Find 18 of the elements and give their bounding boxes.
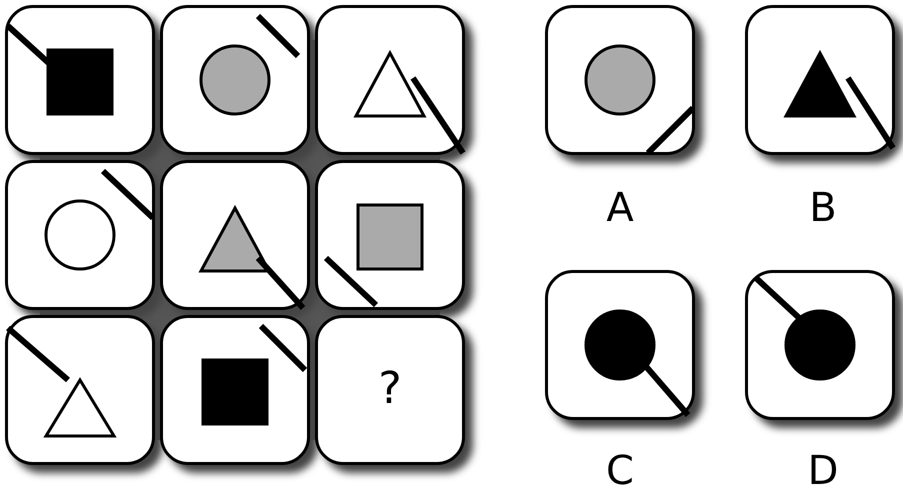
puzzle-tile — [160, 5, 310, 155]
puzzle-tile — [315, 315, 465, 465]
puzzle-tile — [160, 315, 310, 465]
puzzle-tile — [545, 5, 695, 155]
puzzle-tile — [315, 160, 465, 310]
puzzle-tile — [745, 270, 895, 420]
option-letter: C — [605, 448, 635, 494]
option-letter: D — [806, 448, 840, 494]
puzzle-tile — [5, 160, 155, 310]
puzzle-tile — [315, 5, 465, 155]
puzzle-tile — [5, 5, 155, 155]
option-letter: B — [808, 185, 838, 231]
puzzle-tile — [545, 270, 695, 420]
puzzle-tile — [160, 160, 310, 310]
puzzle-tile — [745, 5, 895, 155]
option-letter: A — [605, 185, 635, 231]
puzzle-tile — [5, 315, 155, 465]
question-mark: ? — [377, 363, 403, 414]
